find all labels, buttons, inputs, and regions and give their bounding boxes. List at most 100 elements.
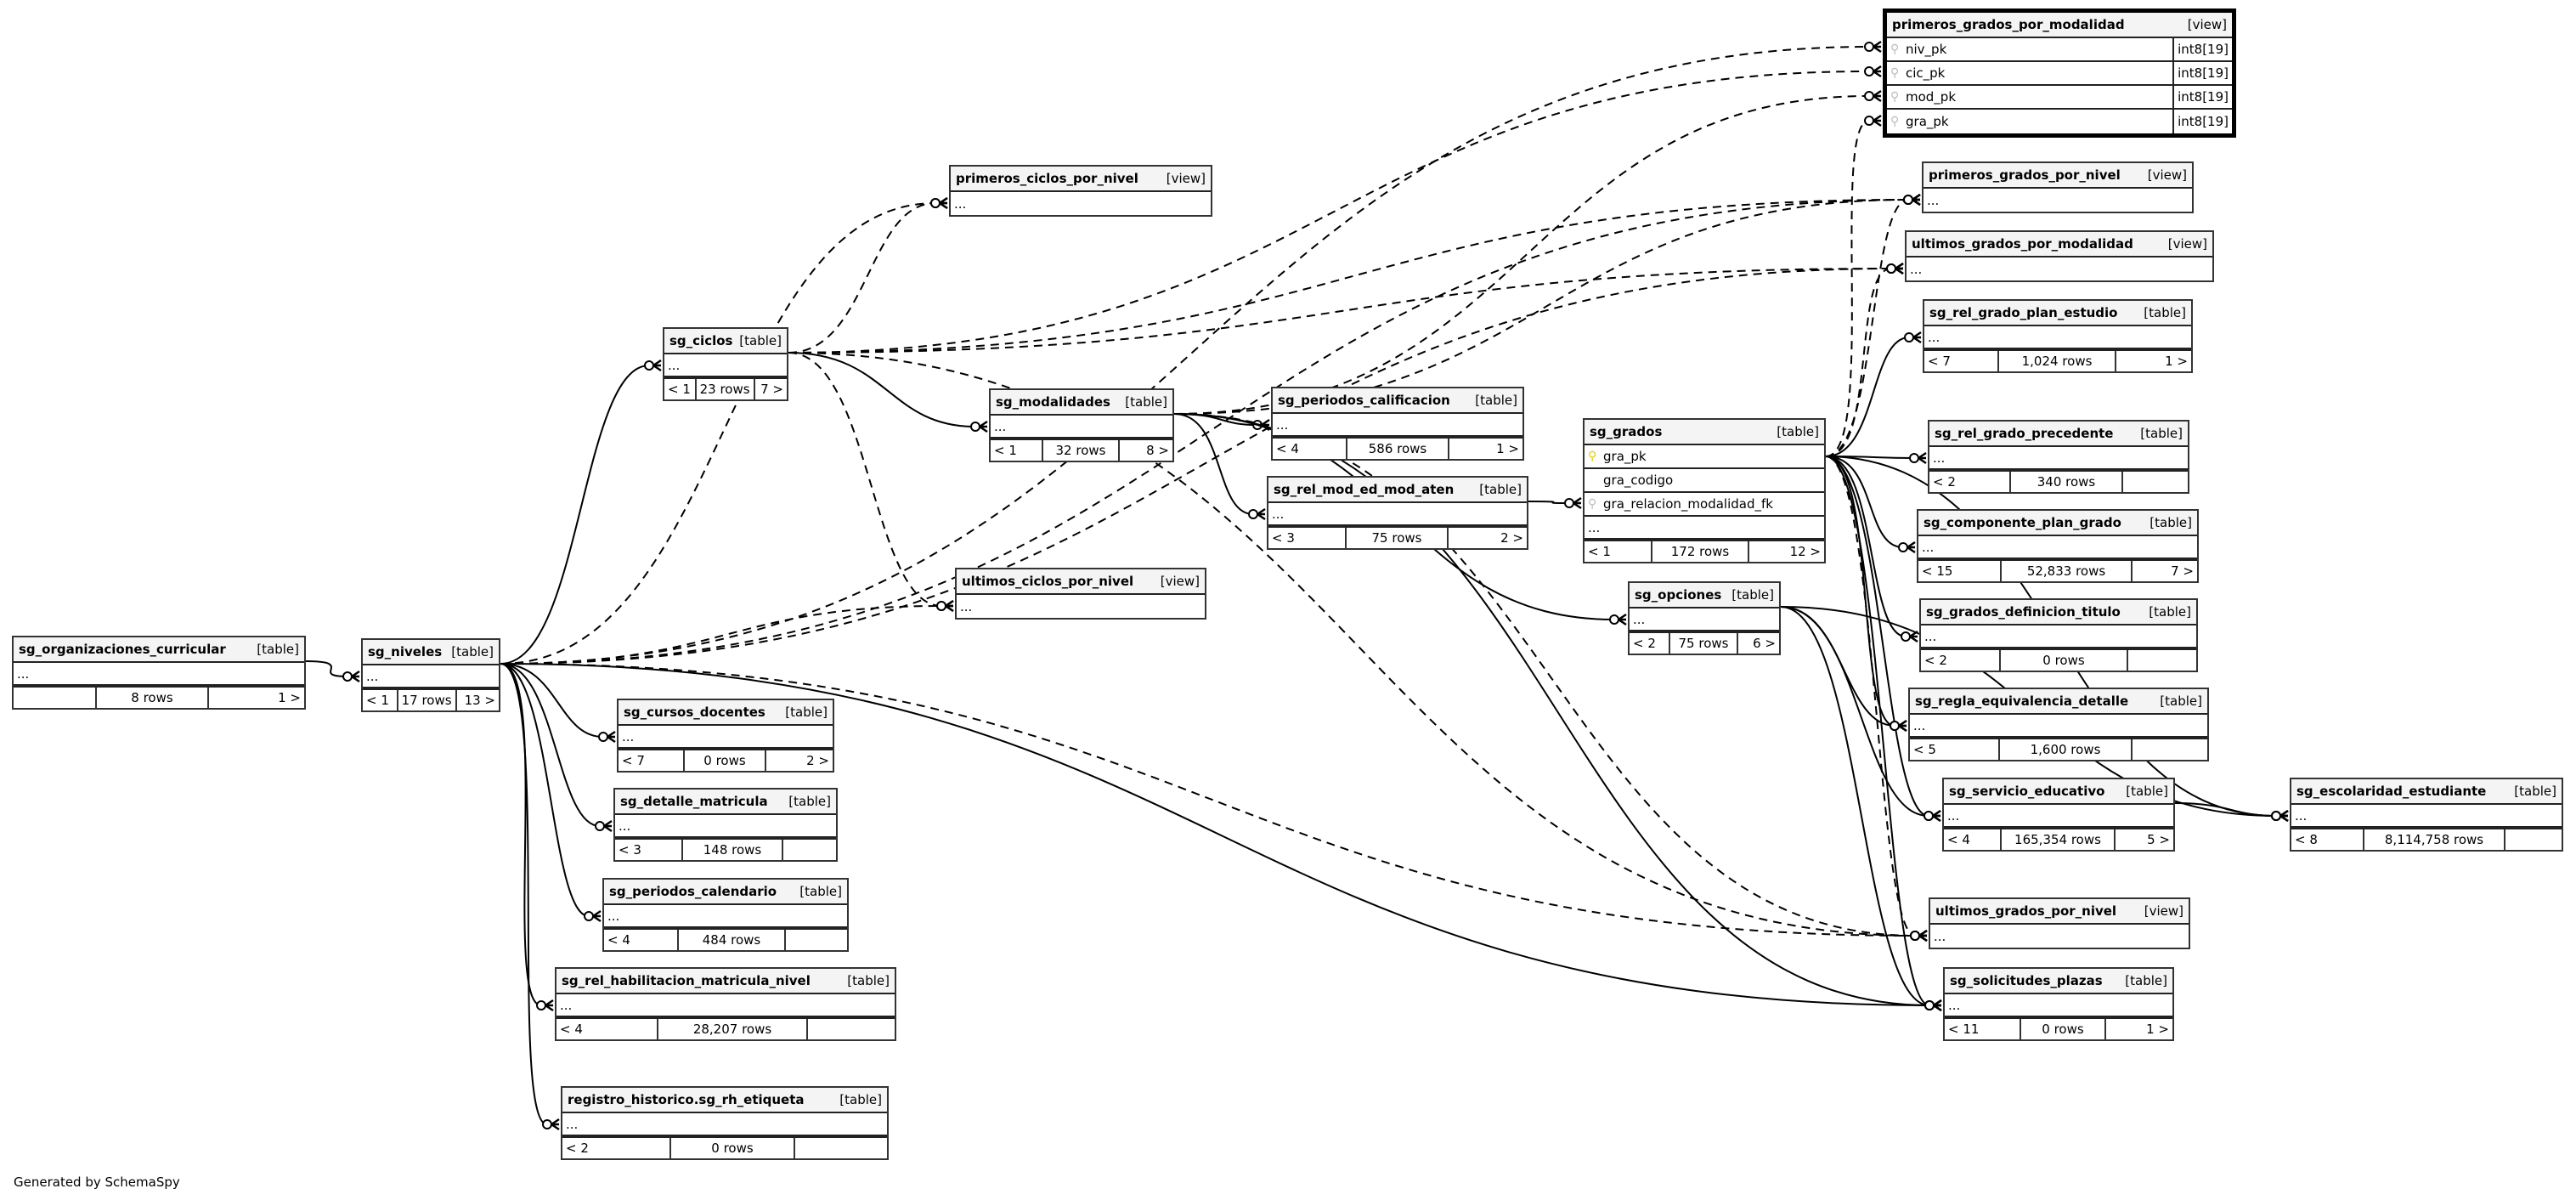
column-row[interactable]: ⚲gra_relacion_modalidad_fk <box>1585 493 1824 517</box>
columns-ellipsis[interactable]: ... <box>960 598 973 614</box>
parents-link[interactable]: < 7 <box>619 750 685 771</box>
columns-ellipsis[interactable]: ... <box>1944 805 2173 828</box>
columns-ellipsis[interactable]: ... <box>1945 994 2172 1017</box>
parents-link[interactable]: < 1 <box>664 379 697 399</box>
table-registro-historico-sg-rh-etiqueta[interactable]: registro_historico.sg_rh_etiqueta[table]… <box>561 1086 889 1160</box>
parents-link[interactable] <box>14 688 97 708</box>
children-link[interactable]: 2 > <box>806 753 829 768</box>
columns-ellipsis[interactable]: ... <box>1910 261 1923 277</box>
parents-link[interactable]: < 1 <box>363 690 398 710</box>
columns-ellipsis[interactable]: ... <box>1268 503 1527 526</box>
parents-link[interactable]: < 15 <box>1918 561 2002 581</box>
children-link[interactable]: 1 > <box>2165 354 2188 369</box>
parents-link[interactable]: < 4 <box>604 930 679 950</box>
table-sg-rel-grado-plan-estudio[interactable]: sg_rel_grado_plan_estudio[table] ... < 7… <box>1923 299 2193 373</box>
columns-ellipsis[interactable]: ... <box>991 416 1172 439</box>
children-link[interactable]: 7 > <box>760 382 783 397</box>
parents-link[interactable]: < 3 <box>1268 528 1347 548</box>
column-row[interactable]: ⚲gra_codigo <box>1585 469 1824 493</box>
table-sg-grados[interactable]: sg_grados[table] ⚲gra_pk ⚲gra_codigo ⚲gr… <box>1583 418 1826 563</box>
children-link[interactable]: 5 > <box>2147 832 2170 847</box>
columns-ellipsis[interactable]: ... <box>363 665 499 688</box>
table-primeros-ciclos-por-nivel[interactable]: primeros_ciclos_por_nivel[view] ... <box>949 165 1212 217</box>
columns-ellipsis[interactable]: ... <box>1630 608 1779 631</box>
parents-link[interactable]: < 5 <box>1910 739 2000 760</box>
children-link[interactable]: 1 > <box>2146 1022 2169 1037</box>
parents-link[interactable]: < 1 <box>1585 541 1652 562</box>
table-primeros-grados-por-nivel[interactable]: primeros_grados_por_nivel[view] ... <box>1922 161 2194 213</box>
children-link[interactable] <box>808 1019 895 1039</box>
parents-link[interactable]: < 8 <box>2291 829 2364 850</box>
columns-ellipsis[interactable]: ... <box>556 994 895 1017</box>
children-link[interactable]: 8 > <box>1146 443 1169 458</box>
children-link[interactable] <box>2133 739 2207 760</box>
table-sg-organizaciones-curricular[interactable]: sg_organizaciones_curricular[table] ... … <box>12 636 306 710</box>
parents-link[interactable]: < 4 <box>1273 439 1347 459</box>
parents-link[interactable]: < 3 <box>615 840 683 860</box>
columns-ellipsis[interactable]: ... <box>615 815 836 838</box>
columns-ellipsis[interactable]: ... <box>1934 928 1946 944</box>
parents-link[interactable]: < 7 <box>1924 351 1999 371</box>
column-row[interactable]: ⚲gra_pk <box>1585 445 1824 469</box>
columns-ellipsis[interactable]: ... <box>1924 326 2191 349</box>
columns-ellipsis[interactable]: ... <box>619 726 833 749</box>
parents-link[interactable]: < 2 <box>1630 633 1670 654</box>
columns-ellipsis[interactable]: ... <box>562 1113 887 1136</box>
parents-link[interactable]: < 2 <box>1929 472 2011 492</box>
parents-link[interactable]: < 2 <box>1921 650 2001 671</box>
columns-ellipsis[interactable]: ... <box>1927 192 1940 208</box>
columns-ellipsis[interactable]: ... <box>954 195 967 212</box>
children-link[interactable]: 13 > <box>464 693 495 708</box>
columns-ellipsis[interactable]: ... <box>664 354 787 377</box>
table-ultimos-grados-por-nivel[interactable]: ultimos_grados_por_nivel[view] ... <box>1929 897 2190 949</box>
table-sg-rel-habilitacion-matricula-nivel[interactable]: sg_rel_habilitacion_matricula_nivel[tabl… <box>555 967 896 1041</box>
children-link[interactable]: 6 > <box>1753 636 1776 651</box>
table-ultimos-ciclos-por-nivel[interactable]: ultimos_ciclos_por_nivel[view] ... <box>955 568 1206 620</box>
parents-link[interactable]: < 4 <box>556 1019 658 1039</box>
table-ultimos-grados-por-modalidad[interactable]: ultimos_grados_por_modalidad[view] ... <box>1905 230 2214 282</box>
table-sg-regla-equivalencia-detalle[interactable]: sg_regla_equivalencia_detalle[table] ...… <box>1908 688 2209 761</box>
children-link[interactable] <box>2505 829 2562 850</box>
columns-ellipsis[interactable]: ... <box>2291 805 2562 828</box>
children-link[interactable]: 12 > <box>1789 544 1821 559</box>
children-link[interactable] <box>795 1138 887 1158</box>
parents-link[interactable]: < 1 <box>991 440 1043 461</box>
columns-ellipsis[interactable]: ... <box>1921 625 2196 648</box>
children-link[interactable]: 1 > <box>278 690 301 705</box>
children-link[interactable]: 1 > <box>1496 441 1519 456</box>
children-link[interactable] <box>783 840 836 860</box>
columns-ellipsis[interactable]: ... <box>604 905 847 928</box>
columns-ellipsis[interactable]: ... <box>1929 447 2188 470</box>
columns-ellipsis[interactable]: ... <box>14 663 304 686</box>
table-sg-componente-plan-grado[interactable]: sg_componente_plan_grado[table] ... < 15… <box>1917 509 2199 583</box>
children-link[interactable]: 2 > <box>1500 530 1523 546</box>
children-link[interactable] <box>2128 650 2196 671</box>
columns-ellipsis[interactable]: ... <box>1918 536 2197 559</box>
children-link[interactable] <box>2123 472 2188 492</box>
columns-ellipsis[interactable]: ... <box>1273 414 1522 437</box>
children-link[interactable] <box>786 930 847 950</box>
parents-link[interactable]: < 4 <box>1944 829 2002 850</box>
parents-link[interactable]: < 2 <box>562 1138 671 1158</box>
table-primeros-grados-por-modalidad[interactable]: primeros_grados_por_modalidad[view] ⚲niv… <box>1883 8 2236 138</box>
table-sg-grados-definicion-titulo[interactable]: sg_grados_definicion_titulo[table] ... <… <box>1919 598 2198 672</box>
table-sg-escolaridad-estudiante[interactable]: sg_escolaridad_estudiante[table] ... < 8… <box>2290 778 2563 852</box>
children-link[interactable]: 7 > <box>2171 563 2194 579</box>
columns-ellipsis[interactable]: ... <box>1910 715 2207 738</box>
columns-ellipsis[interactable]: ... <box>1585 517 1824 540</box>
